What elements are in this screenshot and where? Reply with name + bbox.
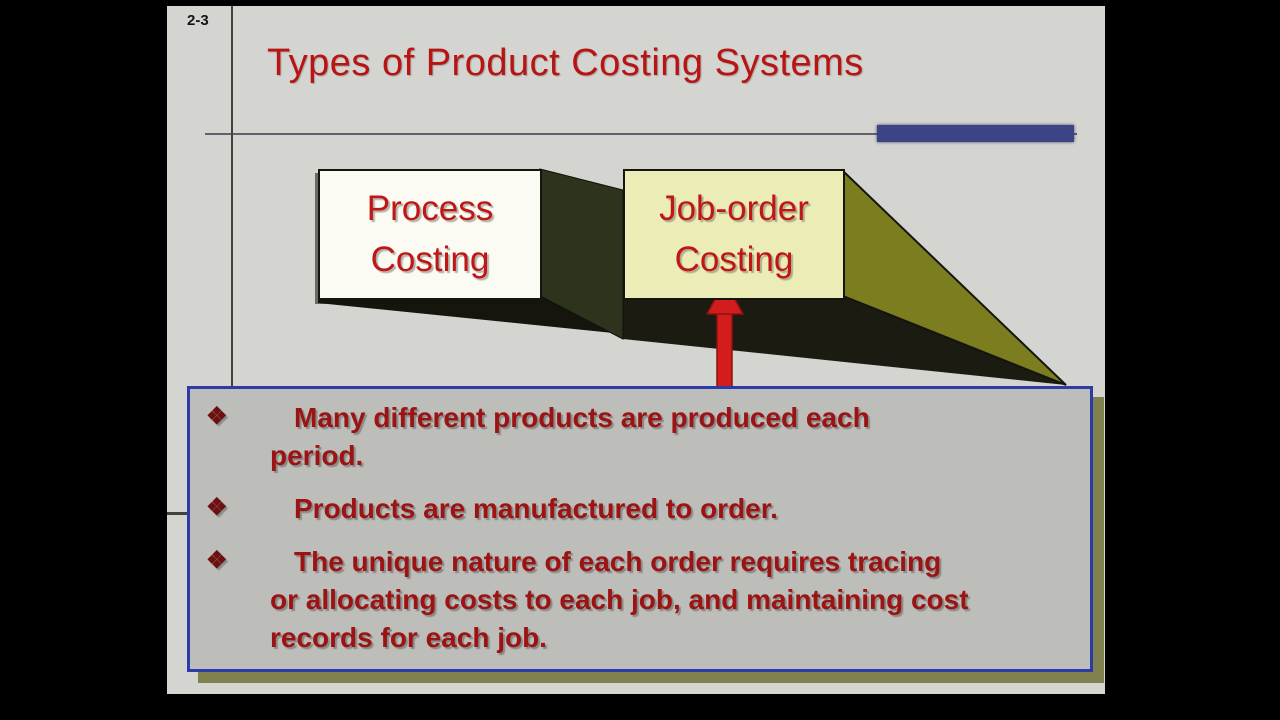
slide-title: Types of Product Costing Systems [267, 42, 864, 84]
diamond-bullet-icon: ❖ [206, 494, 228, 522]
presentation-slide: 2-3 Types of Product Costing Systems Pro… [167, 6, 1105, 694]
slide-page-number: 2-3 [187, 12, 209, 29]
arrow-shaft [716, 308, 733, 392]
bullet-item: ❖ Products are manufactured to order. [190, 490, 970, 528]
bullet-text: Products are manufactured to order. [294, 493, 778, 525]
bullet-list: ❖ Many different products are produced e… [190, 399, 1090, 657]
title-accent-bar [877, 125, 1074, 142]
job-order-callout-box: ❖ Many different products are produced e… [187, 386, 1093, 672]
title-underline [205, 133, 1077, 135]
wedge-underside-right [623, 295, 1066, 385]
job-order-costing-label: Job-order Costing [659, 188, 809, 279]
template-left-tick [167, 512, 189, 515]
bullet-text: The unique nature of each order requires… [270, 546, 969, 654]
bullet-item: ❖ The unique nature of each order requir… [190, 543, 970, 657]
bullet-text: Many different products are produced eac… [270, 402, 870, 472]
diamond-bullet-icon: ❖ [206, 547, 228, 575]
diamond-bullet-icon: ❖ [206, 403, 228, 430]
process-costing-label: Process Costing [366, 188, 494, 279]
bullet-item: ❖ Many different products are produced e… [190, 399, 970, 475]
costing-wedge-diagram [318, 168, 1067, 392]
wedge-underside-left [318, 290, 623, 334]
template-left-rule [231, 6, 233, 514]
job-order-costing-box: Job-order Costing [623, 169, 845, 300]
process-costing-box: Process Costing [318, 169, 542, 300]
